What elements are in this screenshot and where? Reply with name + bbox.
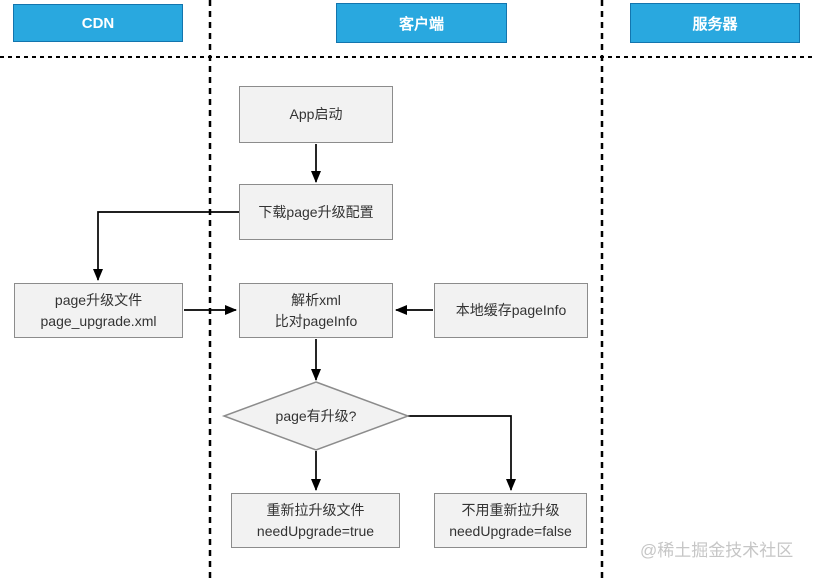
node-download-config-label: 下载page升级配置 xyxy=(258,203,374,220)
node-decision-label: page有升级? xyxy=(224,382,408,450)
node-app-start: App启动 xyxy=(239,86,393,143)
watermark-text: @稀土掘金技术社区 xyxy=(640,541,794,560)
node-local-cache: 本地缓存pageInfo xyxy=(434,283,588,338)
node-download-config: 下载page升级配置 xyxy=(239,184,393,240)
arrow-download-to-upgrade-file xyxy=(93,211,239,281)
decision-diamond xyxy=(221,381,411,451)
lane-header-cdn-label: CDN xyxy=(81,14,115,32)
node-parse-xml-line1: 解析xml xyxy=(291,291,341,308)
lane-header-client-label: 客户端 xyxy=(398,15,444,33)
node-local-cache-label: 本地缓存pageInfo xyxy=(455,302,567,318)
node-app-start-label: App启动 xyxy=(289,106,343,122)
decision-text: page有升级? xyxy=(275,408,357,424)
node-need-upgrade-true: 重新拉升级文件 needUpgrade=true xyxy=(231,493,400,548)
node-need-upgrade-true-line1: 重新拉升级文件 xyxy=(266,501,365,518)
node-parse-xml-line2: 比对pageInfo xyxy=(274,312,358,329)
node-need-upgrade-true-line2: needUpgrade=true xyxy=(256,522,375,539)
lane-header-client: 客户端 xyxy=(336,3,507,43)
node-page-upgrade-file-line1: page升级文件 xyxy=(54,291,143,308)
node-page-upgrade-file: page升级文件 page_upgrade.xml xyxy=(14,283,183,338)
lane-header-cdn: CDN xyxy=(13,4,183,42)
node-need-upgrade-false-line2: needUpgrade=false xyxy=(449,522,572,539)
lane-header-server-label: 服务器 xyxy=(692,15,738,33)
node-parse-xml: 解析xml 比对pageInfo xyxy=(239,283,393,338)
lane-header-server: 服务器 xyxy=(630,3,800,43)
arrow-decision-to-false xyxy=(408,415,516,491)
node-need-upgrade-false: 不用重新拉升级 needUpgrade=false xyxy=(434,493,587,548)
node-page-upgrade-file-line2: page_upgrade.xml xyxy=(40,312,157,329)
node-need-upgrade-false-line1: 不用重新拉升级 xyxy=(461,501,560,518)
